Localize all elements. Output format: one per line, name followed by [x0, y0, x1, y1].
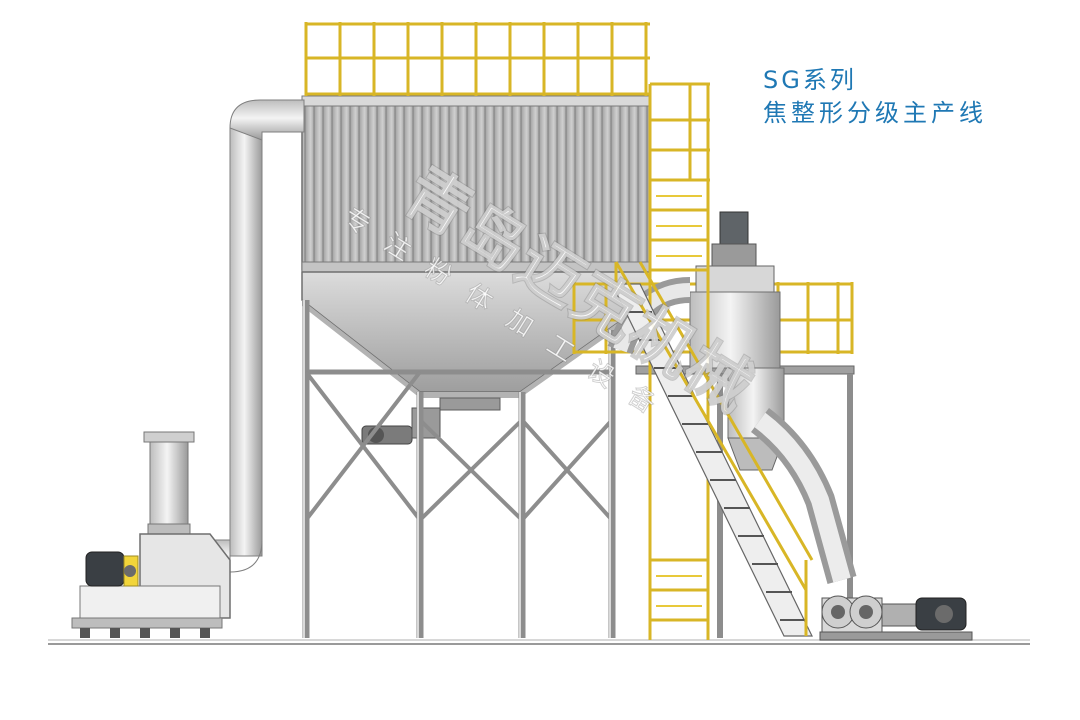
line-name: 焦整形分级主产线 — [763, 99, 987, 127]
classifier — [689, 211, 785, 471]
stairway — [611, 261, 814, 637]
series-title: SG系列 — [763, 66, 857, 94]
ladder-tower — [648, 82, 710, 640]
title-block: SG系列 焦整形分级主产线 — [763, 64, 987, 130]
outlet-pipe — [750, 408, 857, 584]
support-frame-highlight — [303, 300, 611, 638]
top-railing — [304, 22, 650, 96]
bag-filter — [301, 95, 651, 445]
blower-unit — [819, 595, 973, 641]
exhaust-fan — [71, 431, 231, 638]
support-frame — [302, 300, 616, 638]
main-duct — [189, 99, 305, 573]
ladder-rungs — [656, 195, 702, 607]
ground — [48, 639, 1030, 645]
